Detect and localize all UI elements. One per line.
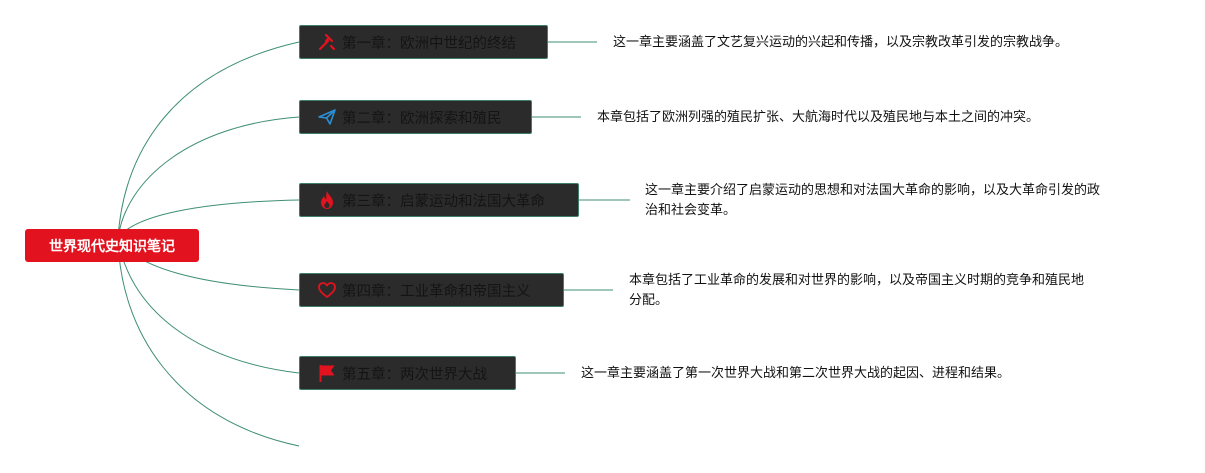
heart-outline-icon	[317, 280, 337, 300]
description-line: 这一章主要涵盖了文艺复兴运动的兴起和传播，以及宗教改革引发的宗教战争。	[613, 35, 1069, 50]
chapter-description-4: 本章包括了工业革命的发展和对世界的影响，以及帝国主义时期的竞争和殖民地 分配。	[629, 271, 1084, 311]
chapter-description-1: 这一章主要涵盖了文艺复兴运动的兴起和传播，以及宗教改革引发的宗教战争。	[613, 33, 1068, 53]
root-topic-label: 世界现代史知识笔记	[49, 238, 175, 255]
chapter-title: 第五章：两次世界大战	[342, 366, 487, 383]
flame-icon	[317, 190, 337, 210]
chapter-title: 第四章：工业革命和帝国主义	[342, 283, 531, 300]
chapter-node-2[interactable]: 第二章：欧洲探索和殖民	[299, 100, 532, 134]
description-line: 治和社会变革。	[645, 203, 737, 218]
branch-line-chapter-5	[117, 237, 300, 374]
hammer-gavel-icon	[317, 32, 337, 52]
chapter-title: 第二章：欧洲探索和殖民	[342, 110, 502, 127]
chapter-title: 第一章：欧洲中世纪的终结	[342, 35, 516, 52]
chapter-node-1[interactable]: 第一章：欧洲中世纪的终结	[299, 25, 548, 59]
paper-plane-icon	[317, 107, 337, 127]
description-line: 本章包括了欧洲列强的殖民扩张、大航海时代以及殖民地与本土之间的冲突。	[597, 110, 1040, 125]
description-line: 这一章主要涵盖了第一次世界大战和第二次世界大战的起因、进程和结果。	[581, 366, 1011, 381]
description-line: 本章包括了工业革命的发展和对世界的影响，以及帝国主义时期的竞争和殖民地	[629, 273, 1085, 288]
flag-icon	[317, 363, 337, 383]
chapter-node-4[interactable]: 第四章：工业革命和帝国主义	[299, 273, 564, 307]
chapter-title: 第三章：启蒙运动和法国大革命	[342, 193, 545, 210]
chapter-description-2: 本章包括了欧洲列强的殖民扩张、大航海时代以及殖民地与本土之间的冲突。	[597, 108, 1039, 128]
chapter-description-5: 这一章主要涵盖了第一次世界大战和第二次世界大战的起因、进程和结果。	[581, 364, 1010, 384]
branch-line-extra	[117, 237, 300, 447]
root-topic-node[interactable]: 世界现代史知识笔记	[25, 229, 199, 262]
description-line: 分配。	[629, 293, 669, 308]
branch-line-chapter-2	[117, 116, 300, 239]
branch-line-chapter-1	[117, 41, 300, 239]
chapter-description-3: 这一章主要介绍了启蒙运动的思想和对法国大革命的影响，以及大革命引发的政 治和社会…	[645, 181, 1100, 221]
description-line: 这一章主要介绍了启蒙运动的思想和对法国大革命的影响，以及大革命引发的政	[645, 183, 1101, 198]
chapter-node-3[interactable]: 第三章：启蒙运动和法国大革命	[299, 183, 579, 217]
chapter-node-5[interactable]: 第五章：两次世界大战	[299, 356, 516, 390]
